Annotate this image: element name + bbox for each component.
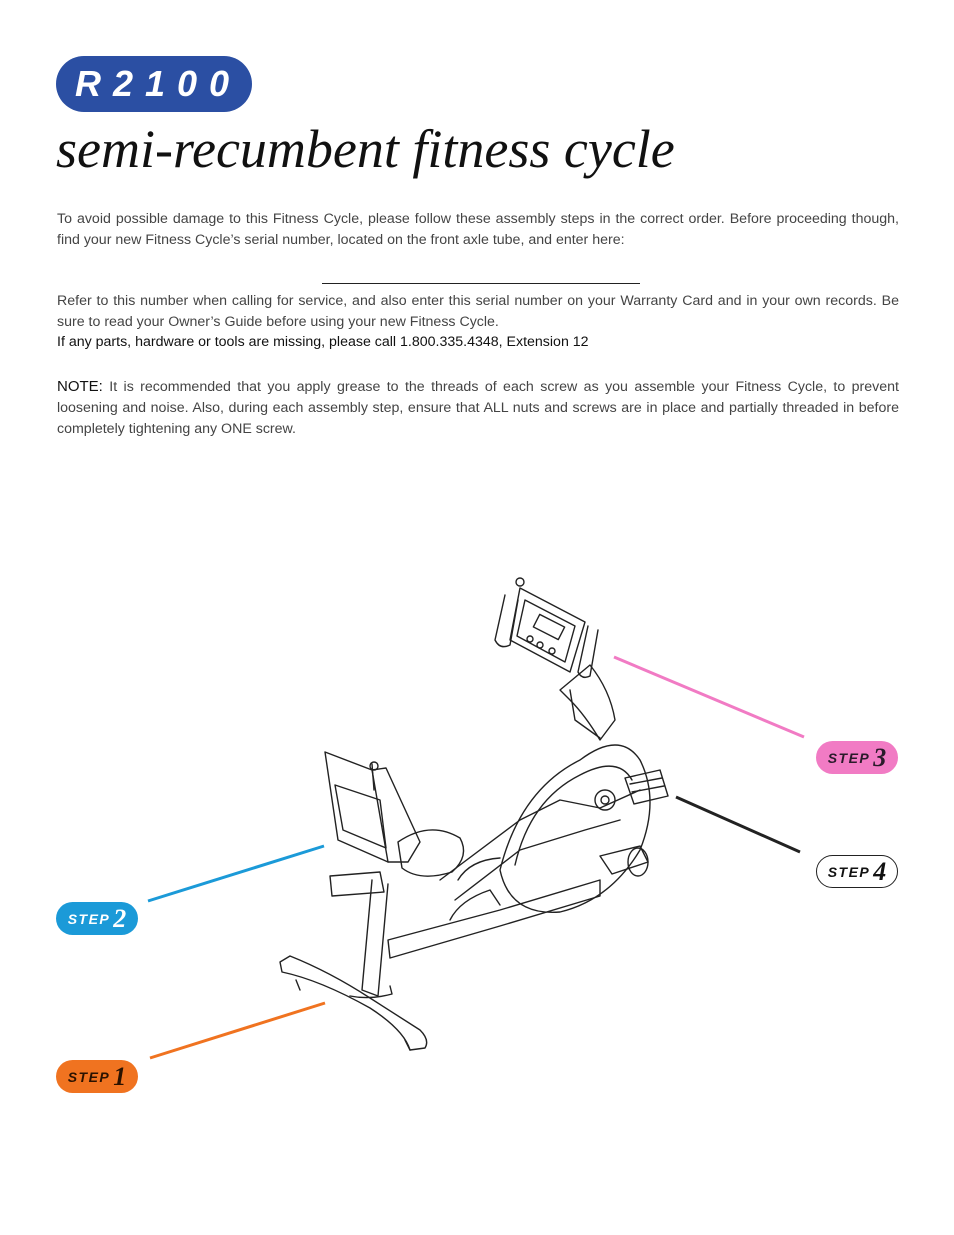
- model-badge: R2100: [56, 56, 252, 112]
- serial-number-line: [322, 283, 640, 284]
- step-word: STEP: [67, 910, 111, 927]
- callout-line-step2: [147, 844, 325, 903]
- note-label: NOTE:: [57, 378, 103, 395]
- rear-stabilizer: [279, 955, 428, 1051]
- step-number: 2: [113, 903, 127, 933]
- callout-line-step1: [149, 1001, 326, 1060]
- step-number: 3: [873, 742, 887, 772]
- seat-frame: [361, 879, 389, 997]
- console-mast: [559, 664, 616, 741]
- shroud: [499, 744, 651, 913]
- pedal: [624, 769, 669, 805]
- model-name: R2100: [74, 63, 242, 104]
- step-word: STEP: [827, 863, 871, 880]
- note-paragraph: NOTE: It is recommended that you apply g…: [57, 376, 899, 440]
- handlebar-left: [494, 594, 519, 648]
- refer-paragraph: Refer to this number when calling for se…: [57, 293, 899, 330]
- callout-line-step3: [613, 655, 805, 739]
- step-word: STEP: [827, 749, 871, 766]
- seat-cushion: [397, 829, 465, 877]
- callout-line-step4: [675, 795, 801, 854]
- page-title: semi-recumbent fitness cycle: [56, 119, 675, 179]
- step-number: 1: [113, 1061, 127, 1091]
- step-word: STEP: [67, 1068, 111, 1085]
- step-number: 4: [873, 856, 887, 886]
- main-beam: [387, 879, 601, 959]
- front-stabilizer: [599, 845, 649, 875]
- handlebar-right: [577, 625, 599, 679]
- missing-parts-paragraph: If any parts, hardware or tools are miss…: [57, 334, 589, 350]
- intro-paragraph: To avoid possible damage to this Fitness…: [57, 211, 899, 248]
- note-text: It is recommended that you apply grease …: [57, 379, 899, 437]
- cycle-illustration: [147, 577, 805, 1060]
